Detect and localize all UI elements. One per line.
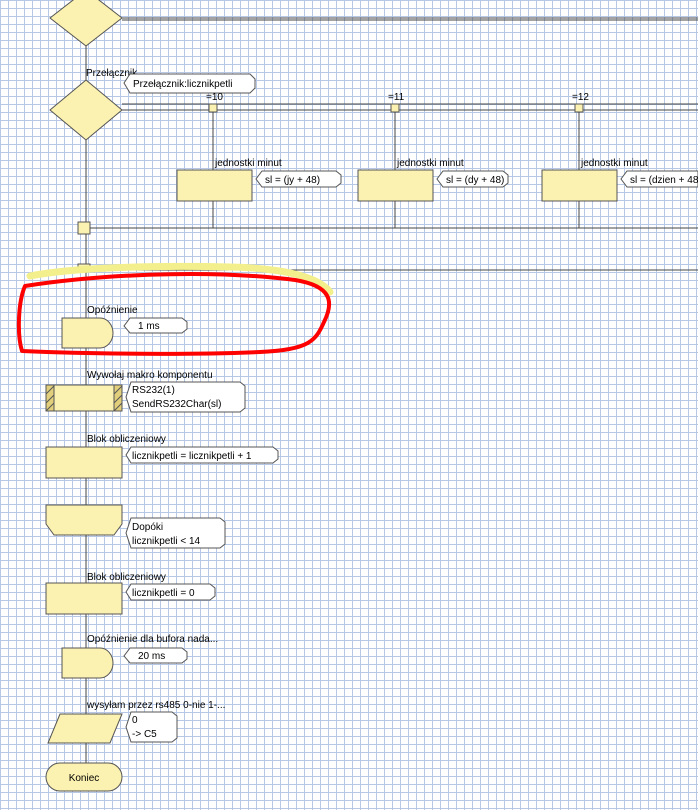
macro-block[interactable] bbox=[45, 384, 123, 412]
end-terminal[interactable]: Koniec bbox=[45, 762, 123, 792]
switch-expr: Przełącznik:licznikpetli bbox=[133, 79, 232, 90]
calc-expr: sl = (dy + 48) bbox=[446, 175, 504, 186]
delay1-value: 1 ms bbox=[138, 321, 160, 332]
calc-label: jednostki minut bbox=[580, 158, 648, 169]
case-value: =10 bbox=[206, 92, 223, 103]
case-connector[interactable] bbox=[574, 103, 584, 113]
top-decision[interactable] bbox=[49, 0, 123, 47]
calc-label: jednostki minut bbox=[396, 158, 464, 169]
calc-expr: sl = (dzien + 48 bbox=[630, 175, 698, 186]
calc-block[interactable] bbox=[357, 169, 434, 202]
case-value: =11 bbox=[388, 92, 405, 103]
loop-end-note: Dopóki licznikpetli < 14 bbox=[125, 517, 226, 549]
delay1-label: Opóźnienie bbox=[87, 305, 138, 316]
switch-label: Przełącznik bbox=[86, 68, 138, 79]
delay2-label: Opóźnienie dla bufora nada... bbox=[87, 634, 218, 645]
red-highlight-outline bbox=[16, 271, 332, 356]
case-11[interactable]: =11 jednostki minut sl = (dy + 48) bbox=[357, 92, 509, 228]
output-label: wysyłam przez rs485 0-nie 1-... bbox=[86, 700, 225, 711]
calc1-label: Blok obliczeniowy bbox=[87, 434, 166, 445]
switch-expr-note: Przełącznik:licznikpetli bbox=[123, 73, 256, 94]
switch-decision[interactable] bbox=[49, 79, 123, 141]
macro-line2: SendRS232Char(sl) bbox=[132, 399, 222, 410]
calc-expr: sl = (jy + 48) bbox=[265, 175, 320, 186]
delay1-note: 1 ms bbox=[123, 317, 188, 334]
output-note: 0 -> C5 bbox=[125, 711, 178, 743]
macro-note: RS232(1) SendRS232Char(sl) bbox=[125, 381, 246, 413]
loop-end-block[interactable] bbox=[45, 504, 123, 536]
switch-merge-connector[interactable] bbox=[77, 221, 91, 235]
calc-label: jednostki minut bbox=[214, 158, 282, 169]
delay2-block[interactable] bbox=[61, 647, 114, 679]
output-block[interactable] bbox=[47, 713, 123, 744]
end-label: Koniec bbox=[69, 773, 100, 784]
calc2-block[interactable] bbox=[45, 582, 123, 615]
case-12[interactable]: =12 jednostki minut sl = (dzien + 48 bbox=[541, 92, 698, 228]
macro-label: Wywołaj makro komponentu bbox=[87, 370, 213, 381]
delay2-note: 20 ms bbox=[123, 647, 188, 664]
yellow-highlight-stroke bbox=[26, 262, 334, 296]
loop-end-line1: Dopóki bbox=[132, 522, 163, 533]
macro-line1: RS232(1) bbox=[132, 385, 175, 396]
calc2-note: licznikpetli = 0 bbox=[125, 583, 216, 601]
calc2-label: Blok obliczeniowy bbox=[87, 572, 166, 583]
calc2-expr: licznikpetli = 0 bbox=[132, 588, 195, 599]
output-line1: 0 bbox=[132, 715, 138, 726]
calc-block[interactable] bbox=[176, 169, 253, 202]
calc1-note: licznikpetli = licznikpetli + 1 bbox=[125, 446, 279, 464]
calc1-block[interactable] bbox=[45, 446, 123, 479]
output-line2: -> C5 bbox=[132, 729, 157, 740]
loop-end-line2: licznikpetli < 14 bbox=[132, 536, 201, 547]
calc-block[interactable] bbox=[541, 169, 618, 202]
case-value: =12 bbox=[572, 92, 589, 103]
case-10[interactable]: =10 jednostki minut sl = (jy + 48) bbox=[176, 92, 342, 228]
calc1-expr: licznikpetli = licznikpetli + 1 bbox=[132, 451, 252, 462]
delay1-block[interactable] bbox=[61, 317, 114, 349]
case-connector[interactable] bbox=[390, 103, 400, 113]
case-connector[interactable] bbox=[208, 103, 218, 113]
delay2-value: 20 ms bbox=[138, 651, 165, 662]
